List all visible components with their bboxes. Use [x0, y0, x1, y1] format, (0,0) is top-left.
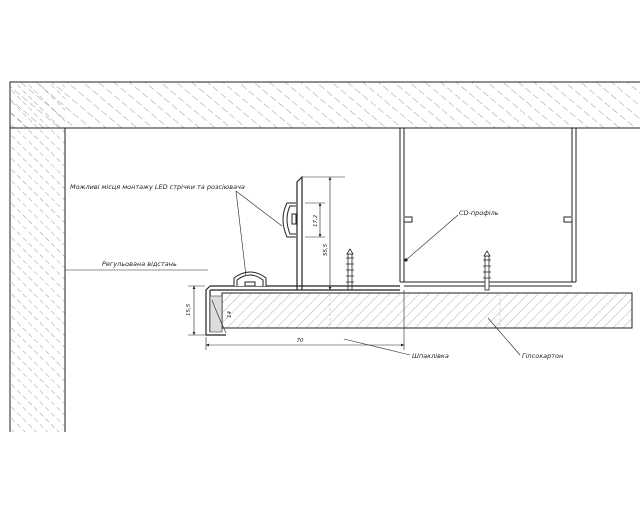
dimension-total-height	[303, 176, 345, 291]
ceiling-slab	[9, 81, 640, 129]
drywall-board	[221, 292, 633, 329]
dimension-led-height-label: 17,2	[313, 214, 319, 227]
drywall-label: Гіпсокартон	[522, 352, 563, 360]
dimension-led-height	[305, 202, 325, 238]
putty-label: Шпаклівка	[412, 352, 449, 360]
dimension-total-height-label: 55,5	[323, 243, 329, 256]
cd-profile-left	[399, 128, 413, 282]
leader-dot-cd	[404, 258, 408, 262]
cd-profile-right	[563, 128, 577, 282]
putty-fill	[209, 295, 227, 334]
screw-left-icon	[346, 248, 354, 291]
led-diffuser-upper-icon	[282, 202, 297, 238]
screw-right-icon	[483, 250, 491, 291]
dimension-inner-offset-label: 14	[227, 311, 233, 318]
cd-profile-label: CD-профіль	[459, 209, 499, 217]
adjustable-distance-label: Регульована відстань	[102, 260, 177, 268]
wall	[9, 82, 66, 432]
led-mount-label: Можливі місця монтажу LED стрічки та роз…	[70, 183, 245, 191]
dimension-lip-height-label: 15,5	[186, 303, 192, 316]
dimension-width-label: 70	[297, 338, 304, 344]
led-diffuser-lower-icon	[233, 271, 267, 287]
dimension-width	[205, 290, 405, 350]
dimension-lip-height	[188, 285, 205, 336]
leader-lines	[65, 190, 521, 356]
